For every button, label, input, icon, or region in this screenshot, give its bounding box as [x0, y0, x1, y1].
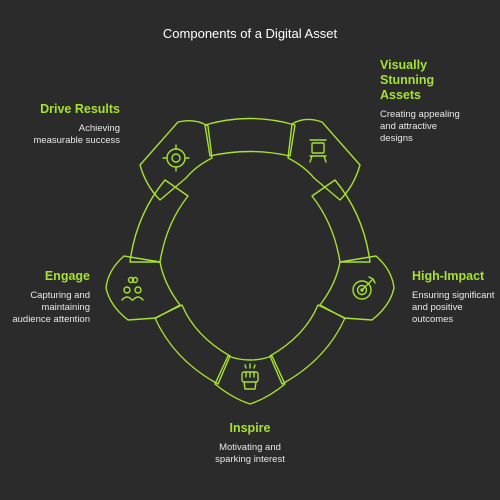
node-drive-results: [139, 119, 213, 201]
heading-engage: Engage: [44, 269, 90, 283]
desc-inspire: Motivating and sparking interest: [215, 442, 285, 465]
node-inspire: [214, 355, 286, 405]
label-inspire: Inspire Motivating and sparking interest: [190, 421, 310, 466]
ring-segment-right: [311, 179, 371, 263]
desc-engage: Capturing and maintaining audience atten…: [12, 290, 90, 325]
desc-drive-results: Achieving measurable success: [33, 123, 120, 146]
people-link-icon: [121, 276, 144, 301]
label-drive-results: Drive Results Achieving measurable succe…: [10, 102, 120, 147]
ring-segment-bottom-left: [154, 304, 231, 385]
easel-icon: [309, 139, 327, 163]
label-visually-stunning-assets: Visually Stunning Assets Creating appeal…: [380, 58, 495, 145]
desc-visually-stunning-assets: Creating appealing and attractive design…: [380, 109, 460, 144]
raised-fist-icon: [241, 363, 259, 390]
heading-high-impact: High-Impact: [412, 269, 485, 283]
diagram-title: Components of a Digital Asset: [162, 26, 338, 41]
heading-visually-stunning-assets: Visually Stunning Assets: [380, 58, 435, 102]
ring-segment-left: [129, 179, 189, 263]
heading-drive-results: Drive Results: [40, 102, 120, 116]
label-engage: Engage Capturing and maintaining audienc…: [5, 269, 90, 326]
heading-inspire: Inspire: [229, 421, 271, 435]
label-high-impact: High-Impact Ensuring significant and pos…: [412, 269, 500, 326]
ring-segment-top: [204, 117, 296, 157]
node-high-impact: [319, 255, 395, 321]
node-engage: [105, 255, 181, 321]
desc-high-impact: Ensuring significant and positive outcom…: [412, 290, 495, 325]
target-icon: [162, 144, 190, 172]
target-arrow-icon: [352, 276, 376, 300]
node-visually-stunning: [287, 118, 361, 201]
ring-segment-bottom-right: [269, 304, 346, 385]
